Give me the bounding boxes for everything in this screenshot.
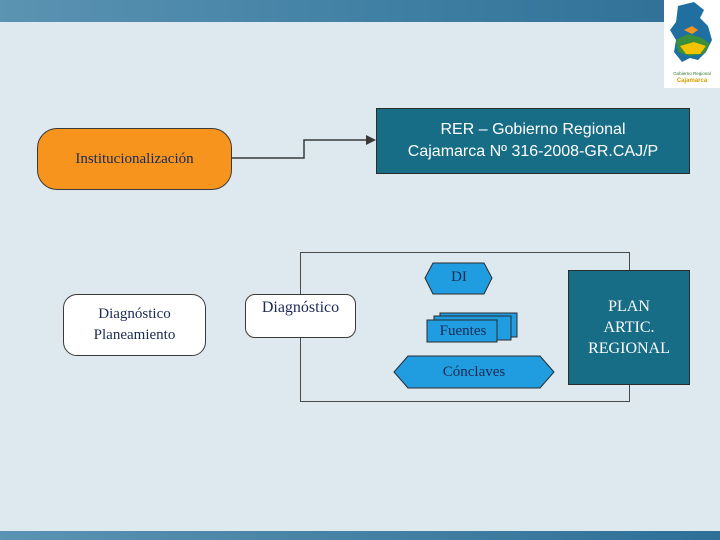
diagnostico-label: Diagnóstico xyxy=(261,299,340,316)
rer-line2: Cajamarca Nº 316-2008-GR.CAJ/P xyxy=(407,143,659,160)
svg-text:Cajamarca: Cajamarca xyxy=(677,78,708,84)
regional-logo: Gobierno Regional Cajamarca xyxy=(664,0,720,88)
diag-plan-line2: Planeamiento xyxy=(93,327,176,343)
plan-line1: PLAN xyxy=(608,298,650,315)
diagnostico-node: Diagnóstico xyxy=(245,294,356,338)
cajamarca-map-icon xyxy=(670,2,712,62)
top-banner xyxy=(0,0,720,22)
fuentes-label: Fuentes xyxy=(439,322,487,339)
plan-line3: REGIONAL xyxy=(588,340,670,357)
diagnostico-planeamiento-node: Diagnóstico Planeamiento xyxy=(63,294,206,356)
svg-text:Gobierno Regional: Gobierno Regional xyxy=(673,71,711,76)
institucionalizacion-label: Institucionalización xyxy=(75,150,194,167)
arrow-head xyxy=(366,135,376,145)
bottom-banner xyxy=(0,531,720,540)
di-hexagon xyxy=(424,262,493,295)
plan-articulado-regional-box: PLAN ARTIC. REGIONAL xyxy=(568,270,690,385)
conclaves-label: Cónclaves xyxy=(442,363,506,380)
diag-plan-line1: Diagnóstico xyxy=(98,306,171,322)
di-label: DI xyxy=(451,268,467,285)
rer-line1: RER – Gobierno Regional xyxy=(440,121,626,138)
plan-line2: ARTIC. xyxy=(603,319,655,336)
conclaves-hexagon xyxy=(393,355,555,389)
connector-arrow xyxy=(230,139,368,159)
fuentes-card-front xyxy=(426,319,498,343)
rer-resolution-box: RER – Gobierno Regional Cajamarca Nº 316… xyxy=(376,108,690,174)
logo-caption: Gobierno Regional Cajamarca xyxy=(673,71,711,84)
institucionalizacion-node: Institucionalización xyxy=(37,128,232,190)
